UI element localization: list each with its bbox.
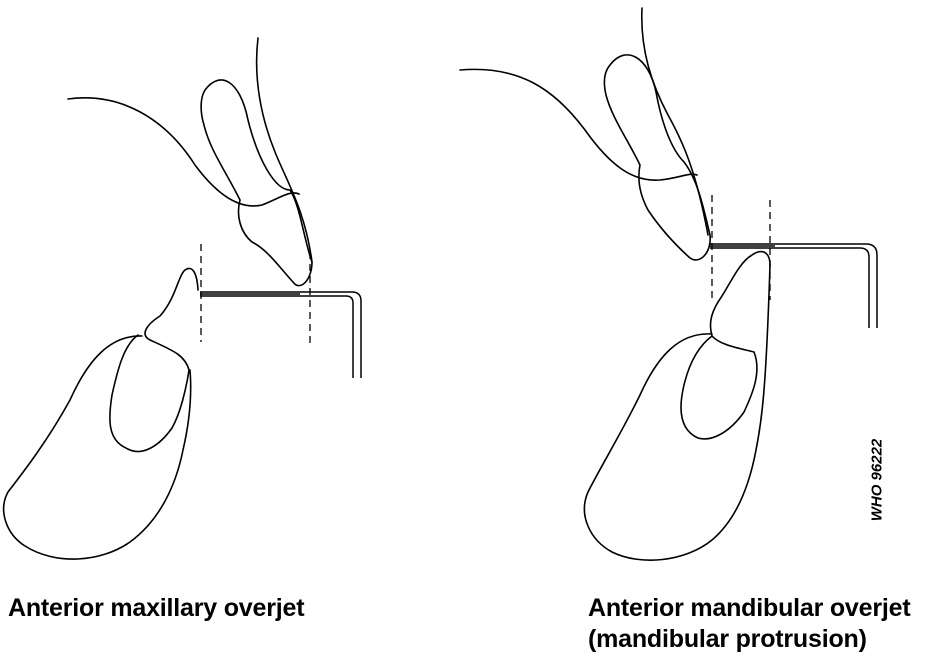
- caption-mandibular-overjet-line2: (mandibular protrusion): [588, 624, 910, 655]
- mandibular-overjet-figure: [460, 8, 877, 560]
- caption-mandibular-overjet: Anterior mandibular overjet (mandibular …: [588, 593, 910, 655]
- left-upper-incisor-crown: [201, 80, 312, 286]
- left-lip-outline: [68, 98, 299, 206]
- right-periodontal-probe: [710, 244, 877, 328]
- left-lower-incisor: [110, 268, 198, 451]
- caption-maxillary-overjet: Anterior maxillary overjet: [8, 593, 304, 624]
- left-periodontal-probe: [200, 292, 361, 378]
- right-upper-root: [642, 8, 708, 235]
- maxillary-overjet-figure: [4, 38, 361, 559]
- left-periodontal-probe-inner: [200, 296, 353, 378]
- left-lower-gum: [4, 336, 191, 559]
- right-lower-incisor: [681, 252, 770, 439]
- figure-code-label: WHO 96222: [869, 439, 886, 522]
- right-upper-incisor-crown: [604, 55, 710, 260]
- right-lower-gum: [584, 265, 770, 560]
- right-periodontal-probe-inner: [710, 248, 869, 328]
- caption-mandibular-overjet-line1: Anterior mandibular overjet: [588, 593, 910, 624]
- right-lip-outline: [460, 69, 697, 180]
